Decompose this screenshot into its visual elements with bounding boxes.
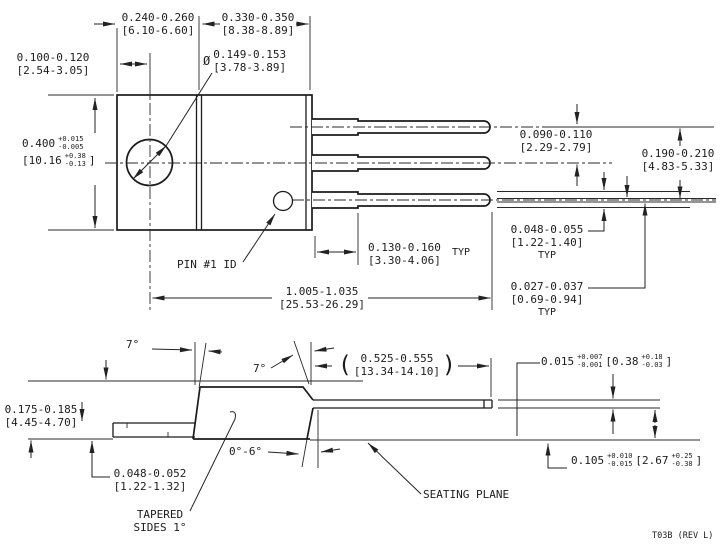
dim-body-width-tol-plus: +0.015	[58, 135, 84, 143]
dim-tab-thickness-mm: [1.22-1.32]	[113, 480, 187, 493]
dim-standoff-mm-tol-minus: -0.38	[671, 459, 693, 468]
paren-open: (	[338, 351, 352, 378]
dim-body-width-tol-minus: -0.005	[58, 142, 84, 151]
tapered-sides-line2: SIDES 1°	[133, 521, 187, 534]
extension-lines-top	[48, 16, 493, 310]
dim-body-height-mm: [4.45-4.70]	[4, 416, 78, 429]
dim-tab-length: 0.240-0.260 [6.10-6.60]	[112, 11, 204, 37]
angle-reference-lines	[194, 340, 492, 468]
dim-standoff-mm-tol-plus: +0.25	[671, 452, 693, 460]
molded-body-outline	[192, 386, 314, 440]
dim-body-top-length: ( 0.525-0.555 [13.34-14.10] )	[338, 352, 456, 378]
dim-body-width-mm: [10.16	[22, 154, 62, 167]
dim-lead-width: 0.048-0.055 [1.22-1.40] TYP	[492, 223, 602, 262]
lead-extension-stubs	[498, 399, 660, 409]
dim-lead-thickness-typ: TYP	[537, 307, 557, 318]
angle-draft-label: 0°-6°	[229, 445, 263, 458]
dim-lead-shoulder-inch: 0.130-0.160	[368, 241, 441, 254]
dim-lead-span-inch: 0.190-0.210	[641, 147, 715, 160]
dim-lead-span-mm: [4.83-5.33]	[641, 160, 715, 173]
dim-body-top-length-mm: [13.34-14.10]	[353, 365, 440, 378]
dim-tab-thickness-inch: 0.048-0.052	[113, 467, 187, 480]
dim-standoff: 0.105 +0.010 -0.015 [2.67 +0.25 -0.38 ]	[571, 452, 703, 468]
tapered-sides-line1: TAPERED	[136, 508, 184, 521]
lead-side-outline	[313, 399, 493, 409]
dim-lead-width-mm: [1.22-1.40]	[510, 236, 584, 249]
dim-hole-offset: 0.100-0.120 [2.54-3.05]	[6, 51, 100, 77]
dim-body-length-mm: [8.38-8.89]	[221, 24, 295, 37]
dim-hole-diameter-inch: 0.149-0.153	[213, 48, 287, 61]
angle-left-label: 7°	[126, 338, 140, 351]
dim-tab-length-mm: [6.10-6.60]	[121, 24, 195, 37]
document-number: T03B (REV L)	[652, 531, 714, 541]
dim-lead-thickness-mm: [0.69-0.94]	[510, 293, 584, 306]
mounting-hole	[125, 138, 174, 187]
dim-body-width-mm-tol-minus: -0.13	[64, 159, 86, 168]
dim-lead-width-typ: TYP	[537, 250, 557, 261]
tab-outline	[112, 422, 195, 438]
dim-lead-foot-tol-minus: -0.001	[577, 360, 603, 369]
dim-lead-foot-tol-plus: +0.007	[577, 353, 603, 361]
angle-right-label: 7°	[253, 362, 267, 375]
dim-body-top-length-inch: 0.525-0.555	[360, 352, 434, 365]
dim-lead-width-inch: 0.048-0.055	[510, 223, 584, 236]
dim-body-width: 0.400 +0.015 -0.005 [10.16 +0.38 -0.13 ]	[22, 135, 96, 168]
top-view-drawing	[48, 16, 716, 310]
dim-lead-foot-mm-tol-minus: -0.03	[641, 360, 663, 369]
dim-body-width-mm-tol-plus: +0.38	[64, 152, 86, 160]
dim-lead-foot-mm-tol-plus: +0.18	[641, 353, 663, 361]
dim-overall-length-mm: [25.53-26.29]	[278, 298, 366, 311]
bracket-close: ]	[88, 154, 96, 167]
dim-body-length-inch: 0.330-0.350	[221, 11, 295, 24]
dim-lead-shoulder-mm: [3.30-4.06]	[368, 254, 441, 267]
dim-hole-offset-mm: [2.54-3.05]	[16, 64, 90, 77]
dim-standoff-inch: 0.105	[571, 454, 605, 467]
dim-lead-shoulder: 0.130-0.160 [3.30-4.06]	[368, 241, 441, 267]
dim-body-width-inch: 0.400	[22, 137, 56, 150]
dim-standoff-tol-minus: -0.015	[607, 459, 633, 468]
dim-overall-length: 1.005-1.035 [25.53-26.29]	[276, 285, 368, 311]
pin1-id-circle	[272, 190, 294, 212]
dim-lead-thickness-inch: 0.027-0.037	[510, 280, 584, 293]
dim-tab-length-inch: 0.240-0.260	[121, 11, 195, 24]
dim-body-height-inch: 0.175-0.185	[4, 403, 78, 416]
formed-lead-lines	[497, 191, 716, 208]
dim-standoff-tol-plus: +0.010	[607, 452, 633, 460]
bracket-close-3: ]	[695, 454, 703, 467]
dim-lead-span: 0.190-0.210 [4.83-5.33]	[636, 147, 720, 173]
pin1-id-label: PIN #1 ID	[177, 258, 237, 271]
dim-lead-foot-mm: [0.38	[605, 355, 639, 368]
side-view-drawing	[28, 340, 700, 512]
dim-lead-foot-thickness: 0.015 +0.007 -0.001 [0.38 +0.18 -0.03 ]	[541, 353, 673, 369]
paren-close: )	[441, 351, 456, 378]
seating-plane-label: SEATING PLANE	[423, 488, 510, 501]
dim-hole-diameter: Ø 0.149-0.153 [3.78-3.89]	[203, 48, 286, 74]
dim-lead-shoulder-typ: TYP	[452, 247, 471, 258]
dim-overall-length-inch: 1.005-1.035	[285, 285, 359, 298]
bracket-close-2: ]	[665, 355, 673, 368]
tab-tick-marks	[126, 423, 169, 437]
dim-lead-pitch-inch: 0.090-0.110	[519, 128, 593, 141]
dim-lead-foot-inch: 0.015	[541, 355, 575, 368]
dim-hole-offset-inch: 0.100-0.120	[16, 51, 90, 64]
dim-standoff-mm: [2.67	[635, 454, 669, 467]
tapered-sides-label: TAPERED SIDES 1°	[128, 508, 192, 534]
dim-hole-diameter-mm: [3.78-3.89]	[213, 61, 287, 74]
body-edge-lines	[195, 95, 307, 230]
diameter-symbol: Ø	[203, 53, 211, 68]
dim-lead-thickness: 0.027-0.037 [0.69-0.94] TYP	[492, 280, 602, 319]
dim-body-length: 0.330-0.350 [8.38-8.89]	[206, 11, 310, 37]
dim-lead-pitch-mm: [2.29-2.79]	[519, 141, 593, 154]
dim-body-height: 0.175-0.185 [4.45-4.70]	[0, 403, 82, 429]
dim-tab-thickness: 0.048-0.052 [1.22-1.32]	[106, 467, 194, 493]
dim-lead-pitch: 0.090-0.110 [2.29-2.79]	[503, 128, 609, 154]
